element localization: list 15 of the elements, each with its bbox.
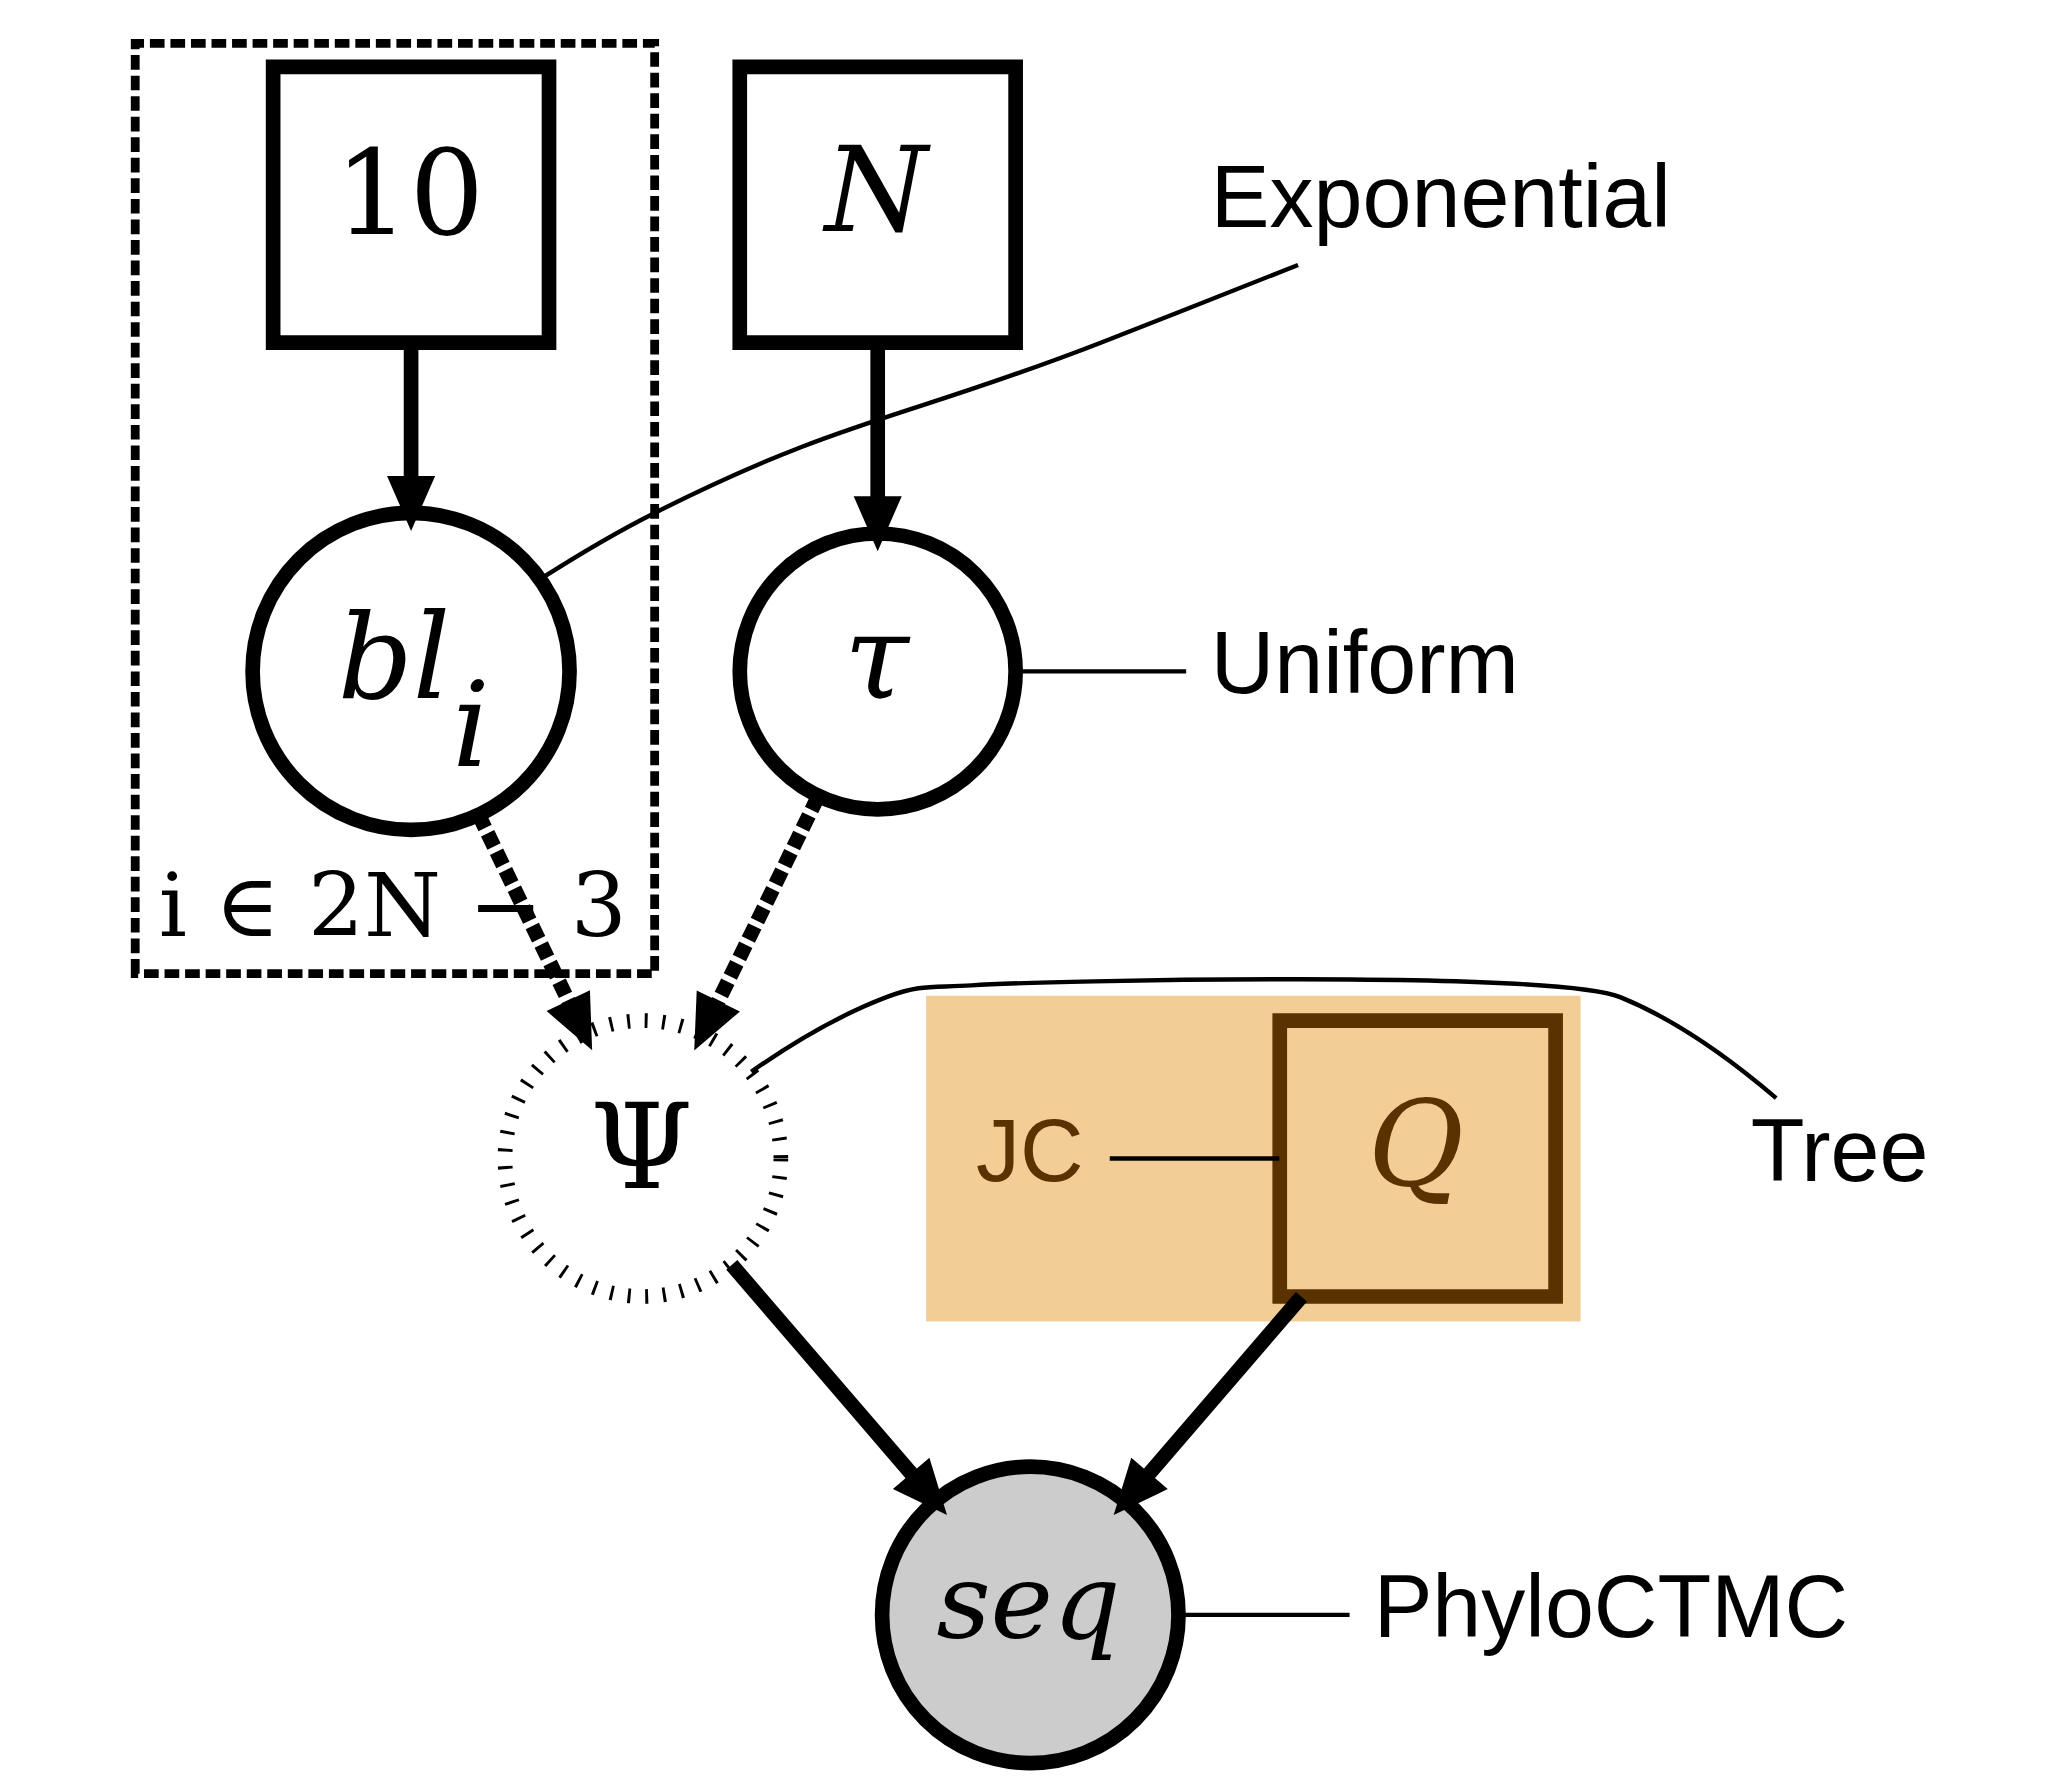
node-box: 10 (265, 59, 557, 351)
cluster (926, 995, 1581, 1322)
connector (749, 977, 1778, 1100)
node-text: Uniform (1210, 613, 1519, 713)
node-circle: τ (732, 526, 1023, 817)
node-text: PhyloCTMC (1373, 1556, 1849, 1656)
node-text: JC (976, 1100, 1084, 1200)
node-text: Tree (1750, 1100, 1929, 1200)
node-box: Q (1272, 1013, 1563, 1304)
node-box: N (732, 59, 1023, 351)
node-text: Exponential (1210, 146, 1671, 246)
connector (1109, 1156, 1280, 1161)
arrow (1113, 1291, 1308, 1515)
arrow (726, 1260, 947, 1516)
node-circle: Ψ (497, 1013, 789, 1304)
